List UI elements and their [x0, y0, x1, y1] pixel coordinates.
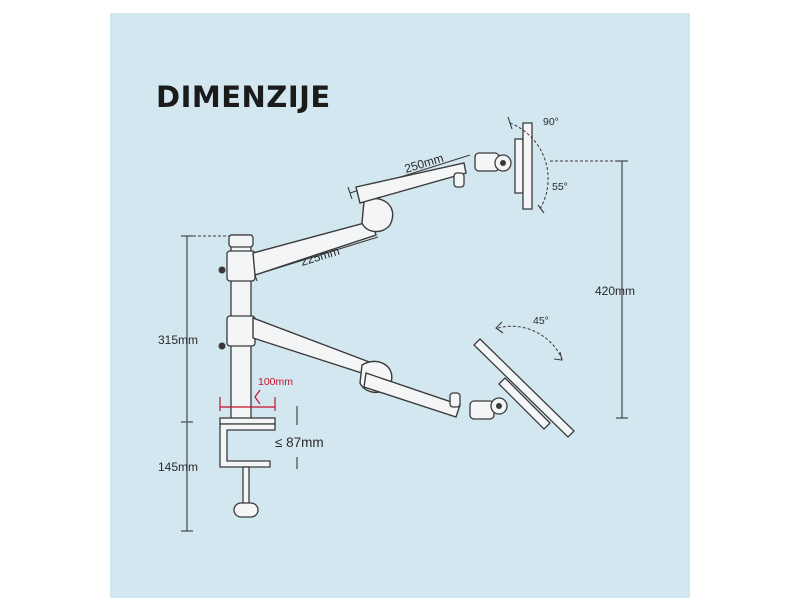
upper-arm — [252, 122, 533, 276]
tilt-arc — [507, 116, 549, 214]
total-height-label: 420mm — [595, 284, 635, 298]
swivel-arc — [495, 321, 563, 361]
clamp-depth-label: 100mm — [258, 376, 293, 388]
total-height-dimension-lines — [550, 160, 628, 419]
diagram-title: DIMENZIJE — [156, 80, 331, 114]
dimensions-diagram: DIMENZIJE 315mm 145mm 420mm 250mm 225mm — [110, 13, 690, 598]
tilt-down-angle-label: 55° — [552, 181, 568, 193]
diagram-background — [110, 13, 690, 598]
lower-arm — [252, 316, 575, 438]
desk-thickness-label: ≤ 87mm — [275, 435, 324, 450]
clamp-height-dimension-lines — [181, 423, 193, 532]
tilt-up-angle-label: 90° — [543, 116, 559, 128]
swivel-angle-label: 45° — [533, 315, 549, 327]
pole-height-label: 315mm — [158, 333, 198, 347]
clamp-height-label: 145mm — [158, 460, 198, 474]
desk-clamp — [219, 423, 276, 518]
pole-height-dimension-lines — [181, 235, 230, 423]
clamp-depth-dimension-lines — [219, 389, 276, 411]
pole — [218, 234, 276, 426]
